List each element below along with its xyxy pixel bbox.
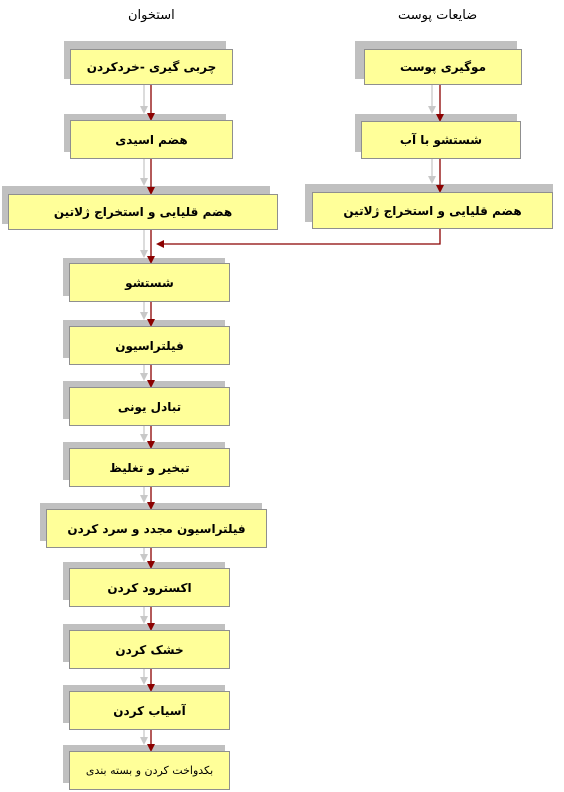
step-hide-alkaline-digestion-gelatin-extraction: هضم قلیایی و استخراج ژلاتین: [312, 192, 553, 229]
step-drying: خشک کردن: [69, 630, 230, 669]
step-hide-dehairing: موگیری پوست: [364, 49, 522, 85]
step-filtration: فیلتراسیون: [69, 326, 230, 365]
step-homogenizing-packaging: بکدواخت کردن و بسته بندی: [69, 751, 230, 790]
step-milling: آسیاب کردن: [69, 691, 230, 730]
step-bone-degreasing-crushing: چربی گیری -خردکردن: [70, 49, 233, 85]
step-bone-alkaline-digestion-gelatin-extraction: هضم قلیایی و استخراج ژلاتین: [8, 194, 278, 230]
step-ion-exchange: تبادل یونی: [69, 387, 230, 426]
step-extrusion: اکسترود کردن: [69, 568, 230, 607]
step-washing: شستشو: [69, 263, 230, 302]
step-refiltration-cooling: فیلتراسیون مجدد و سرد کردن: [46, 509, 267, 548]
step-evaporation-concentration: تبخیر و تغلیظ: [69, 448, 230, 487]
right-column-heading: ضایعات پوست: [398, 8, 478, 23]
left-column-heading: استخوان: [128, 8, 175, 23]
step-water-washing: شستشو با آب: [361, 121, 521, 159]
step-acid-digestion: هضم اسیدی: [70, 120, 233, 159]
